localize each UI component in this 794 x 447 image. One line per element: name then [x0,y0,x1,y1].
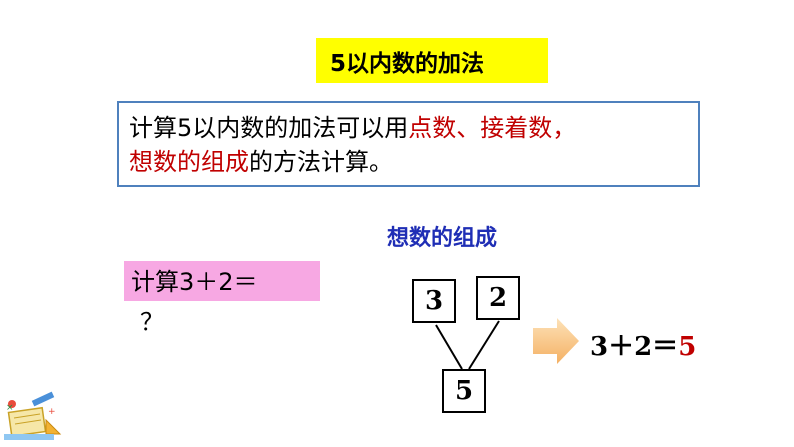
question-highlight [124,261,320,301]
question-text: 计算3＋2＝ [131,268,258,296]
lesson-title-text: 5以内数的加法 [330,50,485,77]
composition-subtitle: 想数的组成 [387,226,498,251]
result-equation: 3＋2＝5 [590,326,696,363]
result-expression: 3＋2＝ [590,332,679,362]
description-text: 计算5以内数的加法可以用 [129,114,409,142]
question-mark: ？ [140,308,164,336]
composition-part-left: 3 [412,279,456,323]
lesson-title: 5以内数的加法 [316,38,548,83]
composition-whole: 5 [442,369,486,413]
method-description: 计算5以内数的加法可以用点数、接着数， 想数的组成的方法计算。 [117,101,700,187]
description-highlight-composition: 想数的组成 [129,148,249,176]
description-highlight-counting: 点数、接着数， [408,114,577,142]
stationery-logo-icon: × + [4,391,62,440]
result-answer: 5 [678,332,697,362]
description-text-end: 的方法计算。 [249,148,393,176]
arrow-right-icon [533,318,579,364]
composition-part-right: 2 [476,276,520,320]
svg-text:×: × [6,403,14,413]
svg-text:+: + [48,407,56,417]
